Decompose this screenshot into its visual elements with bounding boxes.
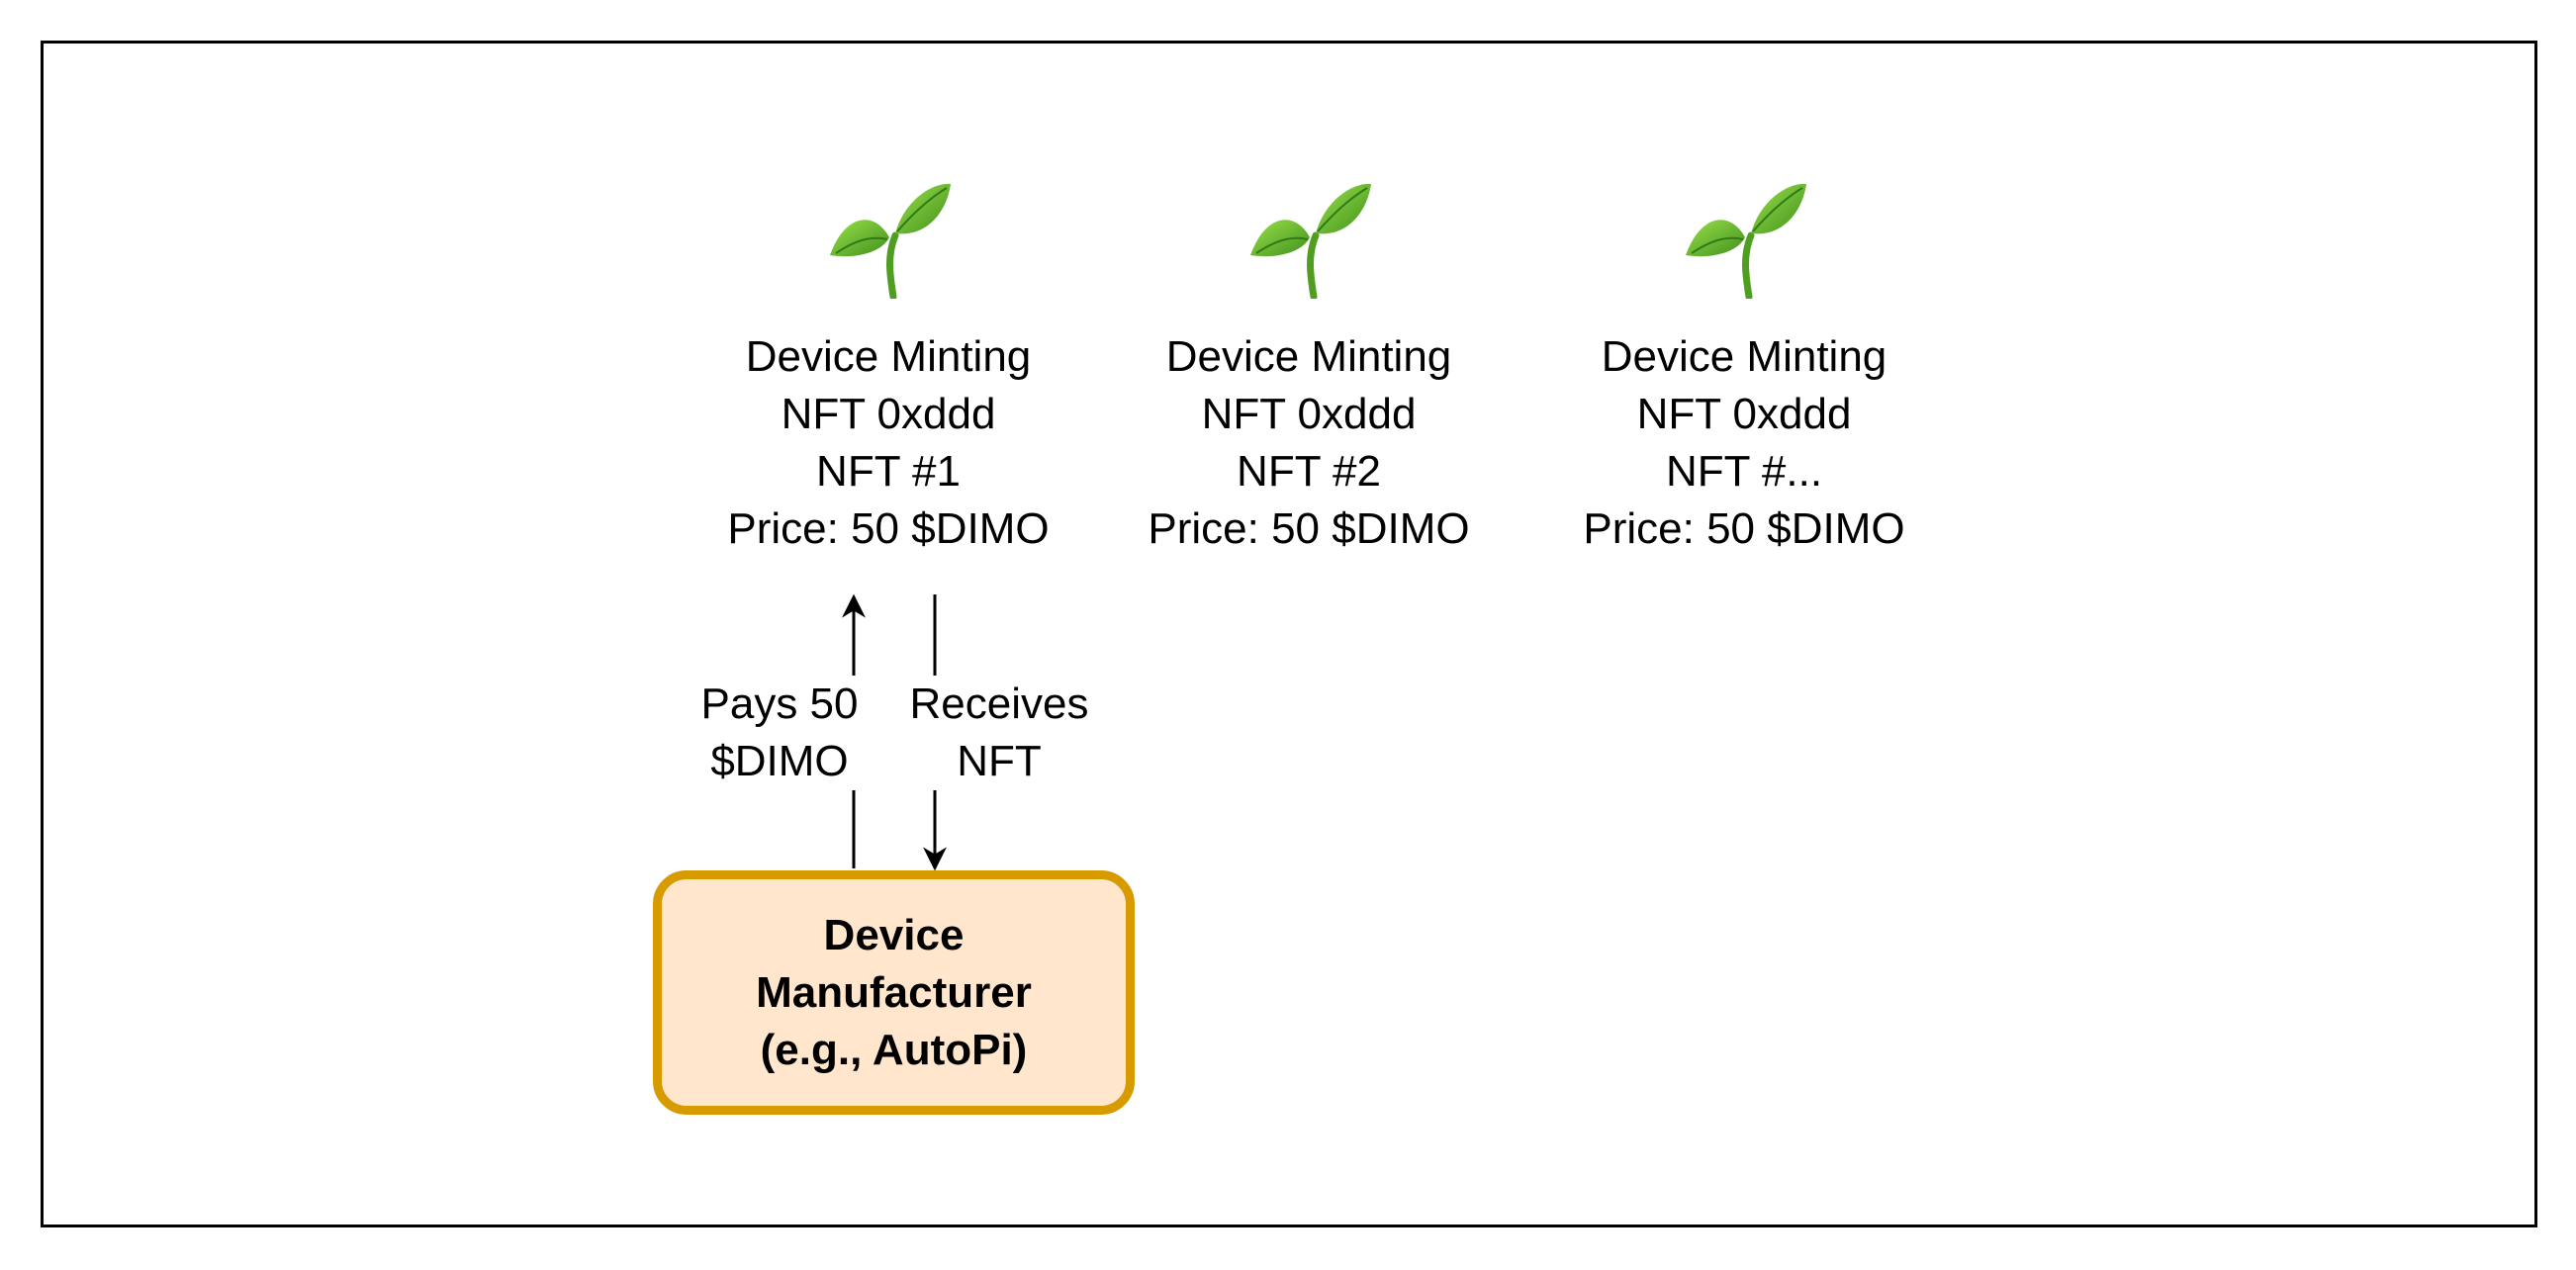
manufacturer-line2: Manufacturer	[756, 967, 1032, 1017]
device-manufacturer-label: Device Manufacturer (e.g., AutoPi)	[756, 907, 1032, 1079]
nft-address: NFT 0xddd	[1201, 390, 1417, 438]
manufacturer-line3: (e.g., AutoPi)	[760, 1025, 1028, 1074]
nft-address: NFT 0xddd	[781, 390, 996, 438]
nft-price: Price: 50 $DIMO	[1148, 504, 1470, 553]
nft-card-1-text: Device Minting NFT 0xddd NFT #1 Price: 5…	[681, 328, 1096, 558]
nft-title: Device Minting	[745, 332, 1032, 381]
pays-label-line1: Pays 50	[681, 676, 878, 733]
nft-number: NFT #1	[816, 447, 961, 496]
nft-card-2-text: Device Minting NFT 0xddd NFT #2 Price: 5…	[1101, 328, 1517, 558]
nft-price: Price: 50 $DIMO	[1583, 504, 1905, 553]
device-manufacturer-box: Device Manufacturer (e.g., AutoPi)	[653, 870, 1135, 1115]
nft-address: NFT 0xddd	[1636, 390, 1852, 438]
nft-number: NFT #...	[1665, 447, 1823, 496]
nft-title: Device Minting	[1601, 332, 1887, 381]
receives-label-line2: NFT	[895, 733, 1103, 790]
nft-card-2: Device Minting NFT 0xddd NFT #2 Price: 5…	[1101, 178, 1517, 558]
pays-label-line2: $DIMO	[681, 733, 878, 790]
receives-label: Receives NFT	[895, 676, 1103, 790]
nft-number: NFT #2	[1237, 447, 1381, 496]
nft-card-3-text: Device Minting NFT 0xddd NFT #... Price:…	[1536, 328, 1952, 558]
manufacturer-line1: Device	[823, 910, 965, 959]
receives-label-line1: Receives	[895, 676, 1103, 733]
pays-label: Pays 50 $DIMO	[681, 676, 878, 790]
nft-card-1: Device Minting NFT 0xddd NFT #1 Price: 5…	[681, 178, 1096, 558]
diagram-frame	[41, 41, 2537, 1227]
nft-title: Device Minting	[1165, 332, 1452, 381]
nft-price: Price: 50 $DIMO	[727, 504, 1050, 553]
nft-card-3: Device Minting NFT 0xddd NFT #... Price:…	[1536, 178, 1952, 558]
